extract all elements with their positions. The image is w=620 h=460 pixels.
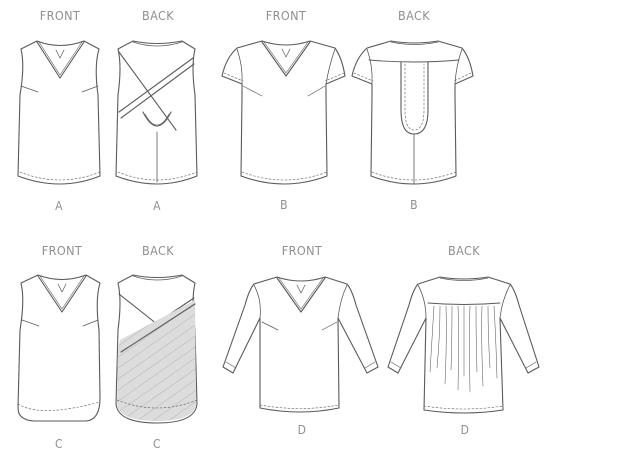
view-code-d-front: D xyxy=(297,423,307,437)
top-d-front xyxy=(223,277,378,412)
top-c-front xyxy=(18,275,100,421)
view-heading-b-front: FRONT xyxy=(265,8,307,23)
view-heading-b-back: BACK xyxy=(397,8,431,23)
top-d-back xyxy=(388,277,539,413)
top-a-back xyxy=(116,41,197,184)
view-heading-c-back: BACK xyxy=(141,243,175,258)
view-heading-c-front: FRONT xyxy=(41,243,83,258)
view-code-b-back: B xyxy=(410,198,418,212)
top-b-back xyxy=(352,41,473,184)
view-code-a-back: A xyxy=(153,199,161,213)
top-a-front xyxy=(18,41,100,184)
view-heading-a-back: BACK xyxy=(141,8,175,23)
view-code-c-front: C xyxy=(55,437,63,451)
view-code-b-front: B xyxy=(280,198,288,212)
view-code-d-back: D xyxy=(460,423,470,437)
view-code-a-front: A xyxy=(55,199,63,213)
view-heading-d-back: BACK xyxy=(447,243,481,258)
view-heading-a-front: FRONT xyxy=(39,8,81,23)
view-code-c-back: C xyxy=(153,437,161,451)
view-heading-d-front: FRONT xyxy=(281,243,323,258)
top-b-front xyxy=(222,41,345,184)
top-c-back xyxy=(116,275,197,423)
